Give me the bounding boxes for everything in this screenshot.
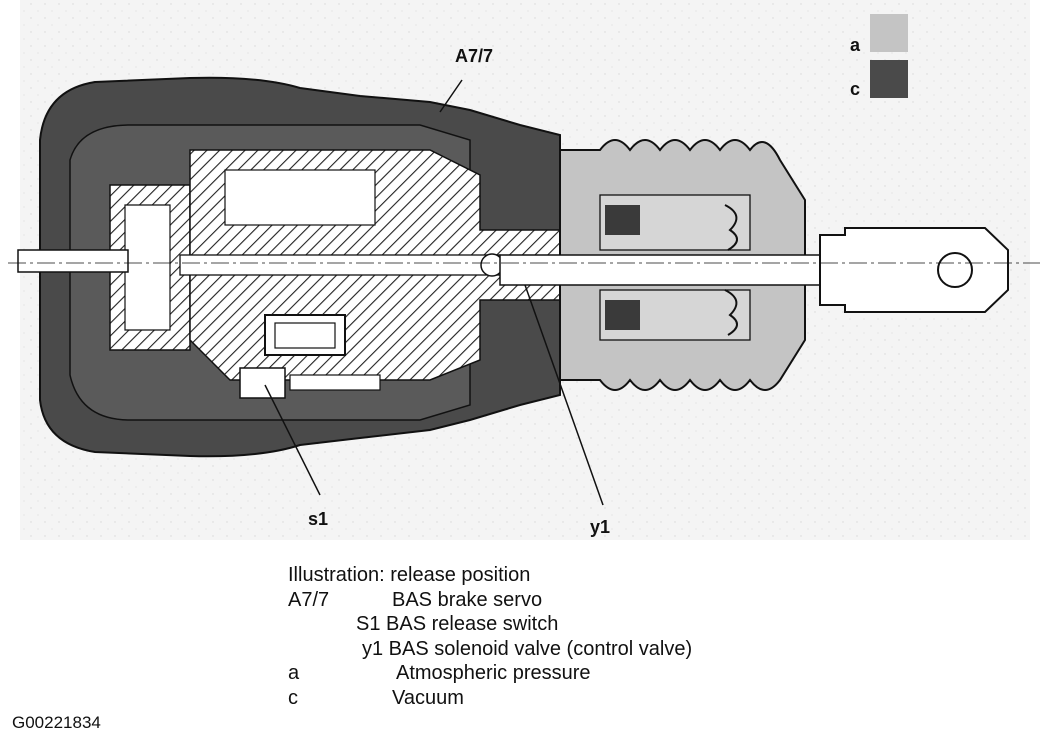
leader-a7-7 xyxy=(439,79,463,113)
label-y1: y1 xyxy=(590,517,610,537)
input-rod xyxy=(499,254,821,286)
seal-lower xyxy=(605,300,640,330)
spring-upper xyxy=(724,204,738,251)
seal-upper xyxy=(605,205,640,235)
clevis-pin-hole xyxy=(937,252,973,288)
legend-label-c: c xyxy=(850,79,860,99)
valve-stem xyxy=(179,254,501,276)
clevis-fork xyxy=(819,227,1009,313)
inner-coil-window xyxy=(274,322,336,349)
figure-id: G00221834 xyxy=(12,713,101,732)
caption-key: A7/7 xyxy=(288,588,330,611)
legend-label-a: a xyxy=(850,35,861,55)
caption-value: Atmospheric pressure xyxy=(396,662,591,684)
label-s1: s1 xyxy=(308,509,328,529)
caption-value: Vacuum xyxy=(392,686,464,709)
leader-s1 xyxy=(264,384,321,496)
upper-cavity xyxy=(224,169,376,226)
caption-value: y1 BAS solenoid valve (control valve) xyxy=(362,637,693,660)
brake-servo-diagram: A7/7 s1 y1 a c xyxy=(8,0,1040,540)
legend-swatch-atmospheric xyxy=(870,14,908,52)
caption-title-text: Illustration: release position xyxy=(288,564,531,586)
caption-value: S1 BAS release switch xyxy=(356,613,559,635)
diaphragm-plate-inner xyxy=(124,204,171,331)
release-switch xyxy=(239,367,286,399)
spring-lower xyxy=(724,289,738,336)
switch-plunger xyxy=(289,374,381,391)
leader-y1 xyxy=(524,284,604,506)
caption-value: BAS brake servo xyxy=(392,588,543,611)
caption-key: c xyxy=(288,686,298,709)
legend-swatch-vacuum xyxy=(870,60,908,98)
output-pushrod xyxy=(17,249,129,273)
caption-key: a xyxy=(288,662,300,684)
label-a7-7: A7/7 xyxy=(455,46,493,66)
